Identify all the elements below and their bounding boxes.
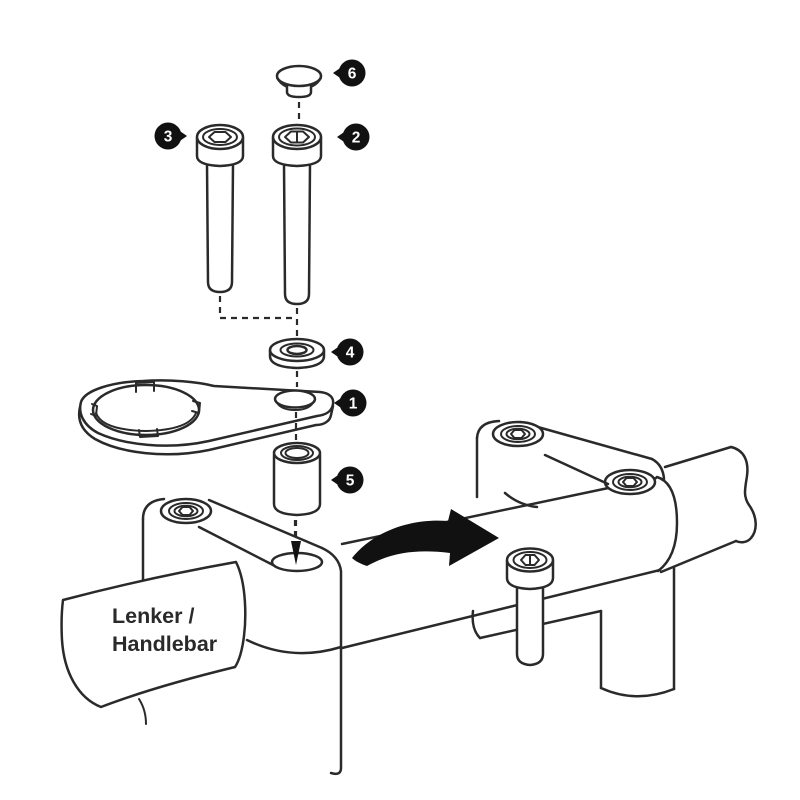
- bayonet-tab: [191, 400, 201, 414]
- handlebar-right: [659, 445, 757, 574]
- dashed-guide-screw-left: [218, 296, 294, 320]
- recessed-hex-screw-icon: [168, 502, 204, 520]
- handlebar-label-line1: Lenker /: [112, 604, 194, 628]
- right-clamp: [471, 419, 679, 698]
- handlebar-label-line2: Handlebar: [112, 632, 218, 656]
- washer-part: [268, 337, 326, 370]
- callout-4: 4: [331, 338, 364, 366]
- bayonet-tab: [138, 428, 159, 438]
- bayonet-tab: [90, 403, 98, 417]
- bayonet-tab: [135, 381, 155, 393]
- svg-text:3: 3: [164, 129, 173, 146]
- left-clamp: [141, 497, 343, 776]
- callout-2: 2: [337, 123, 370, 151]
- svg-text:4: 4: [346, 345, 355, 362]
- mount-plate-part: [78, 379, 335, 456]
- recessed-hex-screw-icon: [500, 425, 536, 443]
- cover-cap-part: [275, 64, 323, 99]
- handlebar-left: Lenker / Handlebar: [60, 560, 247, 725]
- svg-text:1: 1: [349, 396, 358, 413]
- recessed-hex-screw-icon: [612, 473, 648, 491]
- long-screw-right-part: [271, 123, 323, 306]
- callout-5: 5: [331, 466, 364, 494]
- long-screw-left-part: [195, 123, 245, 294]
- spacer-part: [272, 441, 322, 517]
- svg-text:5: 5: [346, 473, 355, 490]
- callout-1: 1: [334, 389, 367, 417]
- svg-text:2: 2: [352, 130, 361, 147]
- rotate-arrow: [352, 509, 499, 566]
- hex-socket-icon: [208, 131, 232, 143]
- callout-6: 6: [333, 59, 366, 87]
- callout-3: 3: [154, 122, 187, 150]
- handlebar-middle: [340, 476, 662, 650]
- hex-socket-icon: [284, 130, 310, 144]
- svg-text:6: 6: [348, 66, 357, 83]
- assembly-screw: [505, 547, 555, 667]
- insert-arrow: [291, 541, 301, 565]
- hex-socket-icon: [520, 554, 540, 566]
